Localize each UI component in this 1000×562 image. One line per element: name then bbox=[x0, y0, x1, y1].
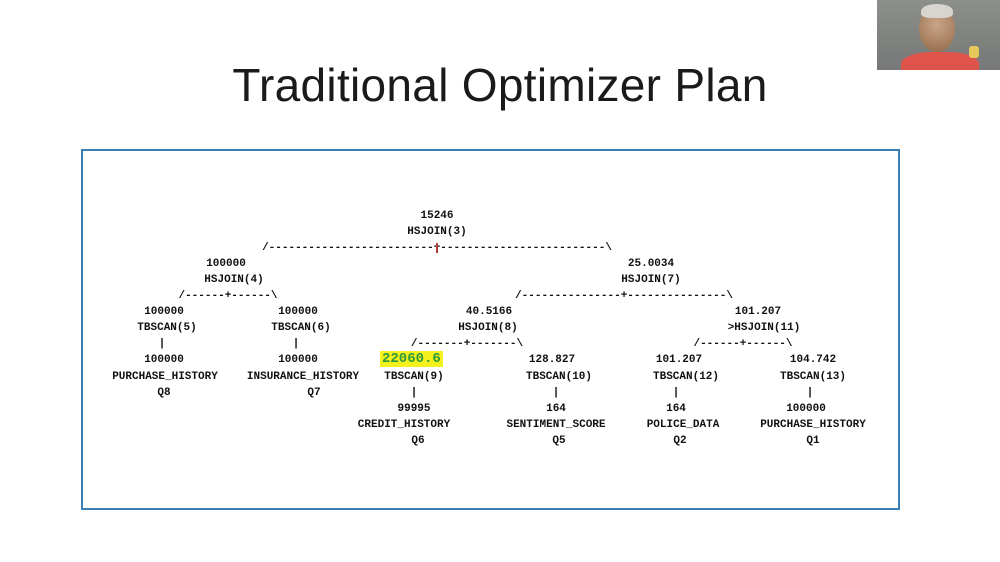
tbscan5-query: Q8 bbox=[157, 387, 171, 399]
microphone-icon bbox=[969, 46, 979, 58]
tbscan5-operator: TBSCAN(5) bbox=[137, 322, 197, 334]
tbscan10-pipe: | bbox=[552, 387, 560, 399]
tbscan12-table: POLICE_DATA bbox=[646, 419, 720, 431]
tbscan9-operator: TBSCAN(9) bbox=[384, 371, 444, 383]
hsjoin8-operator: HSJOIN(8) bbox=[458, 322, 518, 334]
tbscan10-operator: TBSCAN(10) bbox=[525, 371, 593, 383]
tbscan5-cost: 100000 bbox=[144, 306, 184, 318]
tbscan13-rows: 100000 bbox=[786, 403, 826, 415]
hsjoin7-operator: HSJOIN(7) bbox=[621, 274, 681, 286]
tbscan6-cost: 100000 bbox=[278, 306, 318, 318]
hsjoin7-branch: /---------------+---------------\ bbox=[515, 290, 733, 302]
tbscan6-operator: TBSCAN(6) bbox=[271, 322, 331, 334]
tbscan5-table: PURCHASE_HISTORY bbox=[112, 371, 218, 383]
root-cost: 15246 bbox=[420, 210, 454, 222]
tbscan12-rows: 164 bbox=[666, 403, 686, 415]
tbscan12-pipe: | bbox=[672, 387, 680, 399]
hsjoin4-branch: /------+------\ bbox=[178, 290, 278, 302]
tbscan10-rows: 164 bbox=[546, 403, 566, 415]
hsjoin11-operator: >HSJOIN(11) bbox=[727, 322, 801, 334]
tbscan6-pipe: | bbox=[292, 338, 300, 350]
root-operator: HSJOIN(3) bbox=[407, 226, 467, 238]
tbscan9-query: Q6 bbox=[411, 435, 425, 447]
tbscan10-cost: 128.827 bbox=[528, 354, 576, 366]
tbscan12-operator: TBSCAN(12) bbox=[652, 371, 720, 383]
presenter-hair bbox=[921, 4, 953, 18]
tbscan13-table: PURCHASE_HISTORY bbox=[760, 419, 866, 431]
slide-title: Traditional Optimizer Plan bbox=[232, 59, 768, 111]
hsjoin4-operator: HSJOIN(4) bbox=[204, 274, 264, 286]
hsjoin8-branch: /-------+-------\ bbox=[410, 338, 524, 350]
tbscan13-cost: 104.742 bbox=[789, 354, 837, 366]
hsjoin7-cost: 25.0034 bbox=[627, 258, 675, 270]
tbscan5-pipe: | bbox=[158, 338, 166, 350]
hsjoin11-cost: 101.207 bbox=[734, 306, 782, 318]
tbscan10-query: Q5 bbox=[552, 435, 566, 447]
presenter-shirt bbox=[901, 52, 979, 70]
tbscan9-pipe: | bbox=[410, 387, 418, 399]
tbscan13-operator: TBSCAN(13) bbox=[779, 371, 847, 383]
tbscan13-query: Q1 bbox=[806, 435, 820, 447]
tbscan9-table: CREDIT_HISTORY bbox=[357, 419, 451, 431]
tbscan6-query: Q7 bbox=[307, 387, 321, 399]
cursor-marker bbox=[436, 243, 438, 253]
tbscan10-table: SENTIMENT_SCORE bbox=[506, 419, 606, 431]
tbscan5-rows: 100000 bbox=[144, 354, 184, 366]
hsjoin8-cost: 40.5166 bbox=[465, 306, 513, 318]
tbscan12-cost: 101.207 bbox=[655, 354, 703, 366]
tbscan6-table: INSURANCE_HISTORY bbox=[246, 371, 360, 383]
presenter-webcam bbox=[877, 0, 1000, 70]
tbscan13-pipe: | bbox=[806, 387, 814, 399]
tbscan9-cost-highlight: 22060.6 bbox=[380, 351, 443, 367]
tbscan12-query: Q2 bbox=[673, 435, 687, 447]
optimizer-plan-box bbox=[81, 149, 900, 510]
tbscan9-rows: 99995 bbox=[397, 403, 431, 415]
hsjoin11-branch: /------+------\ bbox=[693, 338, 793, 350]
hsjoin4-cost: 100000 bbox=[206, 258, 246, 270]
tbscan6-rows: 100000 bbox=[278, 354, 318, 366]
